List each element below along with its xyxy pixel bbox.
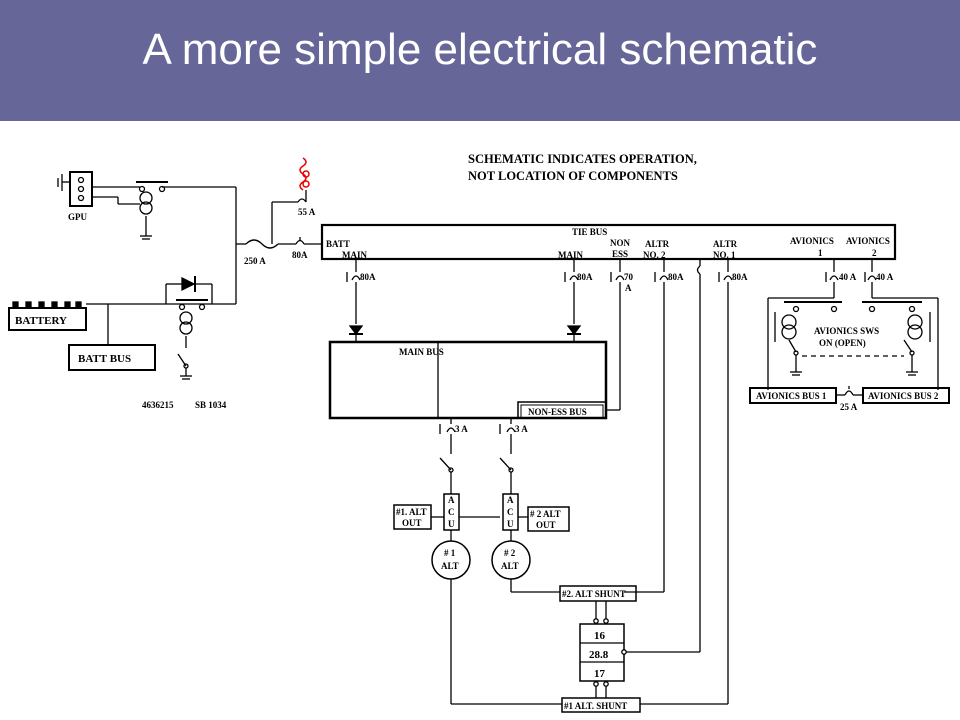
acu2-c: C bbox=[507, 507, 514, 517]
cb-70a-num: 70 bbox=[624, 272, 634, 282]
avionics1-tap-label: AVIONICS bbox=[790, 236, 834, 246]
fuse-250a bbox=[245, 239, 279, 249]
alt2-shunt-label: #2. ALT SHUNT bbox=[562, 589, 626, 599]
cb-80a-batt-label: 80A bbox=[292, 250, 308, 260]
tap-main-right bbox=[564, 259, 582, 342]
battery-relay bbox=[165, 276, 213, 380]
avionics-relay-2 bbox=[862, 301, 931, 376]
tap-non-ess bbox=[606, 259, 625, 411]
avionics-tap-1 bbox=[825, 259, 839, 298]
part-number: 4636215 bbox=[142, 400, 174, 410]
alt2-num: # 2 bbox=[504, 548, 516, 558]
alternator-2 bbox=[491, 540, 531, 580]
cb-25a-avionics-tie bbox=[836, 386, 863, 396]
avionics-sws-line2: ON (OPEN) bbox=[819, 338, 866, 348]
batt-label: BATT bbox=[326, 239, 350, 249]
cb-3a-alt1: 3 A bbox=[455, 424, 468, 434]
non-label: NON bbox=[610, 238, 631, 248]
acu1-c: C bbox=[448, 507, 455, 517]
alt2-field-path bbox=[499, 418, 516, 494]
alt1-out-line1: #1. ALT bbox=[396, 507, 427, 517]
note-line-2: NOT LOCATION OF COMPONENTS bbox=[468, 169, 678, 183]
acu2-a: A bbox=[507, 495, 514, 505]
tap-altr-2 bbox=[624, 259, 669, 593]
cb-70a-unit: A bbox=[625, 283, 632, 293]
alt2-out-light bbox=[527, 506, 570, 532]
acu2-u: U bbox=[507, 519, 514, 529]
gpu-connector bbox=[57, 171, 93, 207]
acu1-a: A bbox=[448, 495, 455, 505]
alt2-label: ALT bbox=[501, 561, 519, 571]
gpu-label: GPU bbox=[68, 212, 87, 222]
avionics-bus-1-label: AVIONICS BUS 1 bbox=[756, 391, 827, 401]
cb-3a-alt2: 3 A bbox=[515, 424, 528, 434]
batt-bus-box bbox=[68, 344, 156, 371]
alt2-shunt bbox=[559, 585, 637, 602]
avionics-bus-2-label: AVIONICS BUS 2 bbox=[868, 391, 939, 401]
cb-40a-avionics2: 40 A bbox=[876, 272, 894, 282]
cb-55a-label: 55 A bbox=[298, 207, 316, 217]
cb-40a-avionics1: 40 A bbox=[839, 272, 857, 282]
avionics-tap-2 bbox=[864, 259, 877, 298]
main-bus-label: MAIN BUS bbox=[399, 347, 444, 357]
avionics-relay-1 bbox=[774, 301, 842, 376]
alt1-out-line2: OUT bbox=[402, 518, 422, 528]
cb-80a-altr1: 80A bbox=[732, 272, 748, 282]
altr2-no-label: NO. 2 bbox=[643, 250, 666, 260]
altr1-label: ALTR bbox=[713, 239, 738, 249]
slide-title: A more simple electrical schematic bbox=[142, 25, 818, 74]
note-line-1: SCHEMATIC INDICATES OPERATION, bbox=[468, 152, 697, 166]
cb-80a-altr2: 80A bbox=[668, 272, 684, 282]
acu1-u: U bbox=[448, 519, 455, 529]
alt1-label: ALT bbox=[441, 561, 459, 571]
tie-bus bbox=[320, 223, 897, 261]
main-bus bbox=[328, 340, 608, 420]
alt1-shunt bbox=[561, 697, 641, 713]
alt1-field-path bbox=[439, 418, 456, 494]
electrical-schematic-diagram: SCHEMATIC INDICATES OPERATION, NOT LOCAT… bbox=[8, 152, 950, 713]
starter-symbol bbox=[299, 157, 310, 191]
cb-25a-label: 25 A bbox=[840, 402, 858, 412]
fuse-250a-label: 250 A bbox=[244, 256, 266, 266]
meter-wire bbox=[624, 259, 701, 653]
alt1-num: # 1 bbox=[444, 548, 456, 558]
avionics2-tap-num: 2 bbox=[872, 248, 877, 258]
main-tap-label: MAIN bbox=[558, 250, 583, 260]
service-bulletin: SB 1034 bbox=[195, 400, 227, 410]
alt2-out-line2: OUT bbox=[536, 520, 556, 530]
alt2-out-line1: # 2 ALT bbox=[530, 509, 561, 519]
meter-value-top: 16 bbox=[594, 630, 606, 642]
cb-80a-battery bbox=[295, 237, 305, 245]
meter-value-bottom: 17 bbox=[594, 668, 606, 680]
battery-label: BATTERY bbox=[15, 315, 67, 327]
meter-value-middle: 28.8 bbox=[589, 649, 609, 661]
ess-label: ESS bbox=[612, 249, 628, 259]
battery bbox=[8, 301, 87, 331]
alternator-1 bbox=[431, 540, 471, 580]
tap-main-left bbox=[346, 259, 364, 342]
batt-bus-label: BATT BUS bbox=[78, 353, 131, 365]
non-ess-bus-label: NON-ESS BUS bbox=[528, 407, 587, 417]
tap-altr-1 bbox=[640, 259, 733, 705]
slide-header: A more simple electrical schematic bbox=[0, 0, 960, 121]
cb-80a-main-left: 80A bbox=[360, 272, 376, 282]
avionics-sws-line1: AVIONICS SWS bbox=[814, 326, 879, 336]
cb-80a-main-right: 80A bbox=[577, 272, 593, 282]
avionics2-tap-label: AVIONICS bbox=[846, 236, 890, 246]
avionics1-tap-num: 1 bbox=[818, 248, 823, 258]
altr2-label: ALTR bbox=[645, 239, 670, 249]
alt1-shunt-label: #1 ALT. SHUNT bbox=[564, 701, 627, 711]
main-label: MAIN bbox=[342, 250, 367, 260]
tie-bus-label: TIE BUS bbox=[572, 227, 607, 237]
external-power-relay bbox=[136, 181, 168, 240]
altr1-no-label: NO. 1 bbox=[713, 250, 736, 260]
